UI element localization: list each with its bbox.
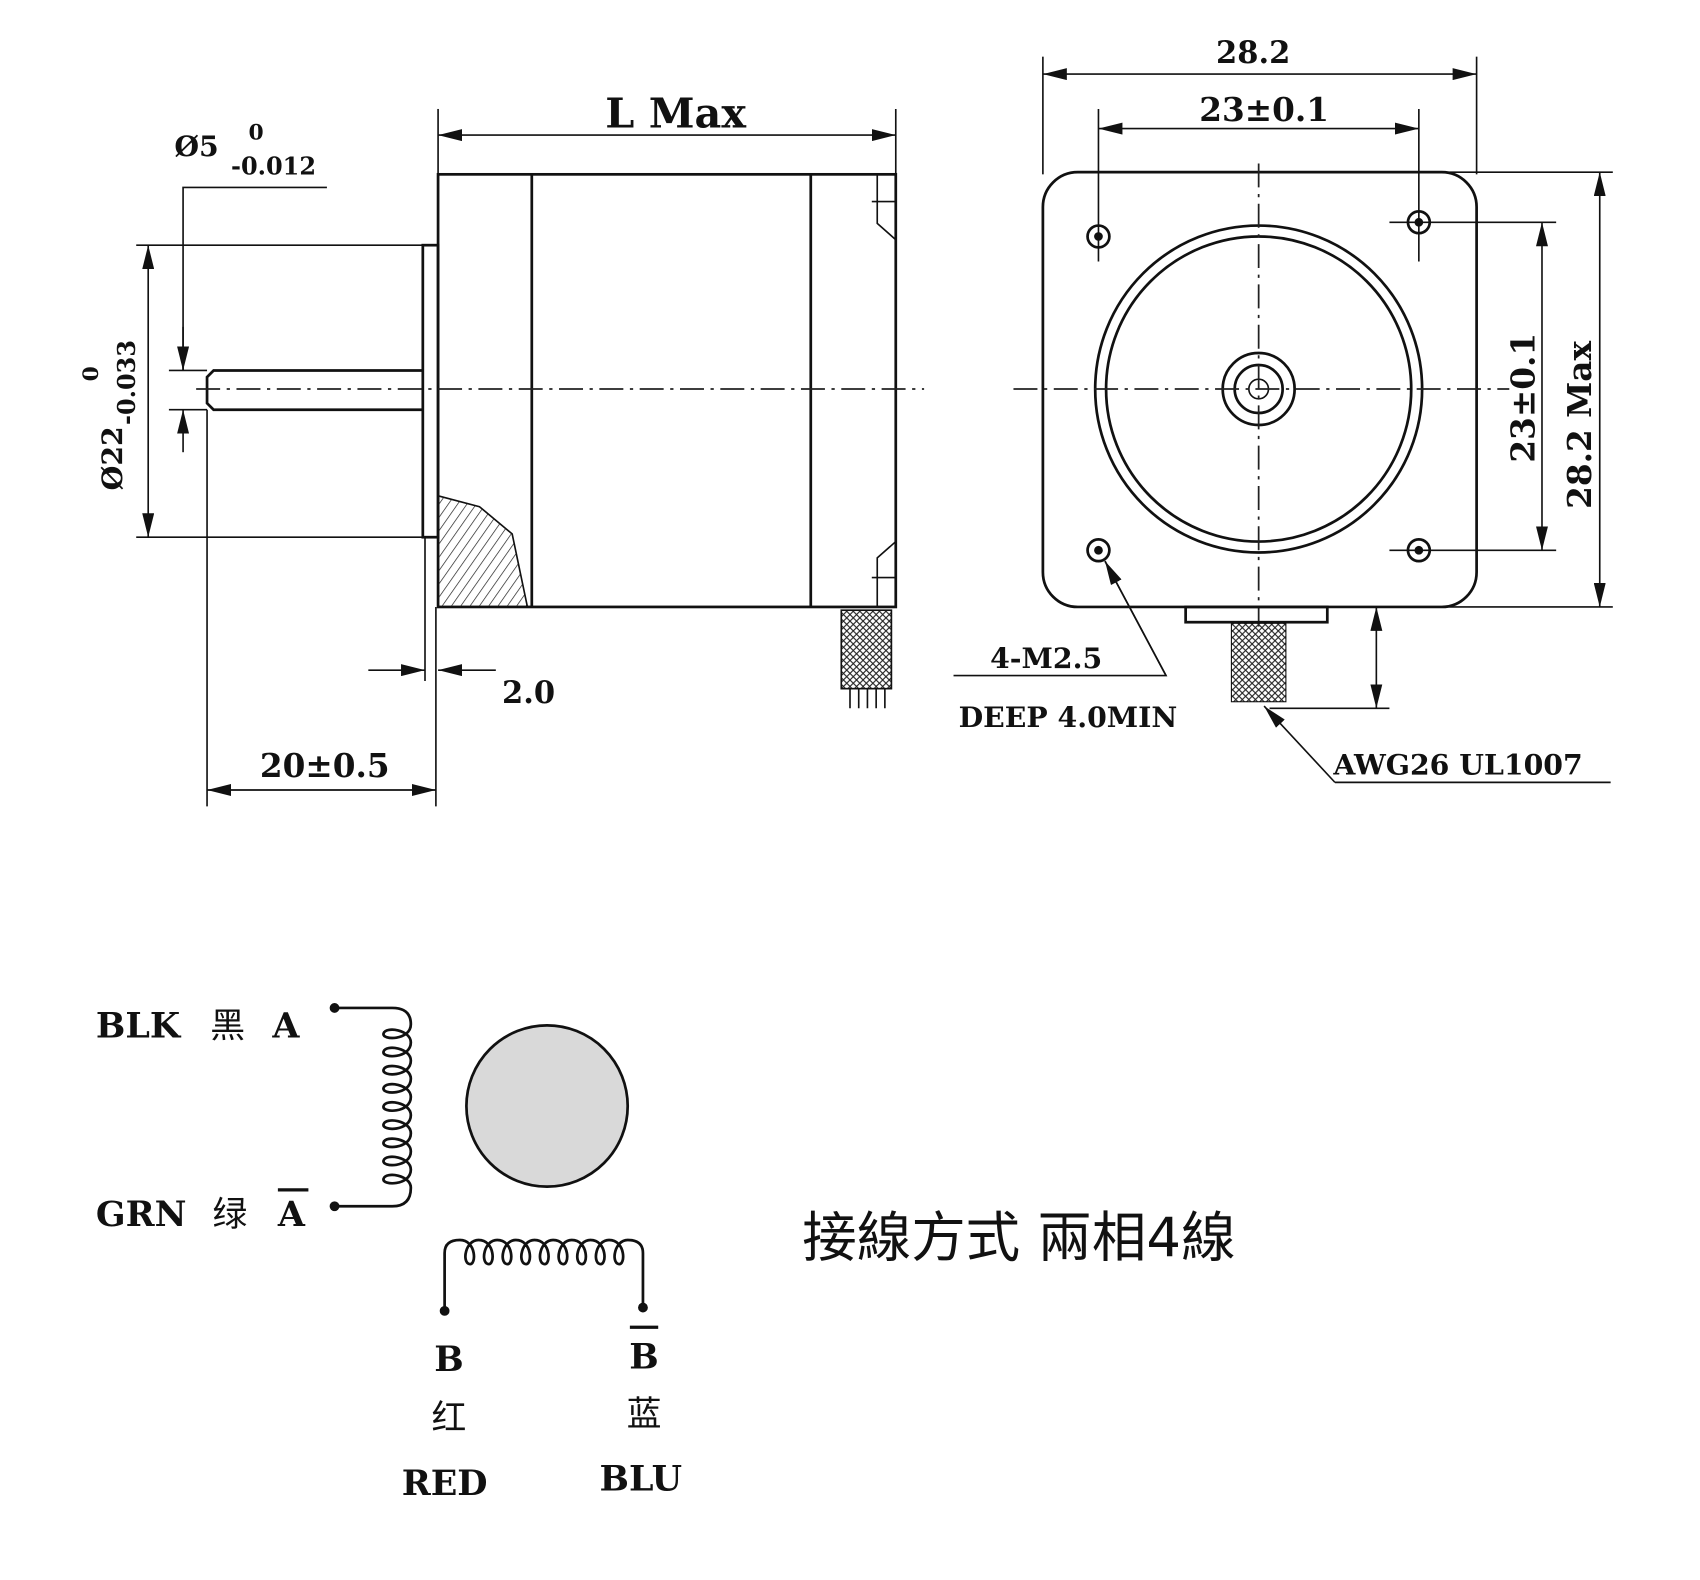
pilot-tol-lower: -0.033 <box>112 340 141 425</box>
a-color-zh: 黑 <box>210 1006 245 1046</box>
side-view: L Max Ø5 0 -0.012 Ø22 0 -0.033 2.0 20±0.… <box>79 88 925 807</box>
abar-color-en: GRN <box>96 1194 187 1235</box>
bbar-color-en: BLU <box>600 1459 682 1500</box>
length-label: L Max <box>605 88 746 137</box>
pilot-tol-upper: 0 <box>79 366 104 381</box>
coil-a <box>334 1006 413 1208</box>
width-label: 28.2 <box>1216 35 1290 71</box>
shaft-tol-upper: 0 <box>248 120 263 145</box>
shaft-length-label: 20±0.5 <box>260 746 390 785</box>
wiring-diagram: BLK 黑 A GRN 绿 A B 红 RED B 蓝 BLU <box>96 1003 682 1504</box>
front-view: 28.2 23±0.1 23±0.1 28.2 Max 4-M2.5 DEEP … <box>953 35 1613 784</box>
thread-label: 4-M2.5 <box>990 641 1102 675</box>
coil-b <box>443 1238 645 1311</box>
hatched-section <box>437 494 529 608</box>
depth-label: DEEP 4.0MIN <box>959 700 1178 734</box>
pilot-flange <box>421 243 440 539</box>
pilot-height-label: 2.0 <box>502 675 555 711</box>
shaft <box>205 369 423 412</box>
hole-spacing-v-label: 23±0.1 <box>1503 333 1542 463</box>
b-color-zh: 红 <box>432 1399 467 1439</box>
connector-front <box>1184 605 1329 624</box>
abar-label: A <box>277 1194 306 1235</box>
shaft-dia-label: Ø5 <box>174 129 218 163</box>
wiring-caption: 接線方式 兩相4線 <box>802 1205 1235 1269</box>
b-label: B <box>434 1339 463 1380</box>
rotor <box>465 1024 630 1188</box>
bbar-color-zh: 蓝 <box>627 1394 662 1434</box>
shaft-tol-lower: -0.012 <box>231 151 316 180</box>
wire-label: AWG26 UL1007 <box>1332 748 1582 782</box>
b-color-en: RED <box>402 1463 488 1504</box>
hole-spacing-h-label: 23±0.1 <box>1199 90 1329 129</box>
abar-color-zh: 绿 <box>213 1195 248 1235</box>
height-label: 28.2 Max <box>1560 341 1599 509</box>
pilot-dia-label: Ø22 <box>95 426 129 490</box>
a-label: A <box>271 1005 300 1046</box>
a-color-en: BLK <box>96 1005 182 1046</box>
bbar-label: B <box>629 1337 658 1378</box>
connector <box>840 609 893 690</box>
